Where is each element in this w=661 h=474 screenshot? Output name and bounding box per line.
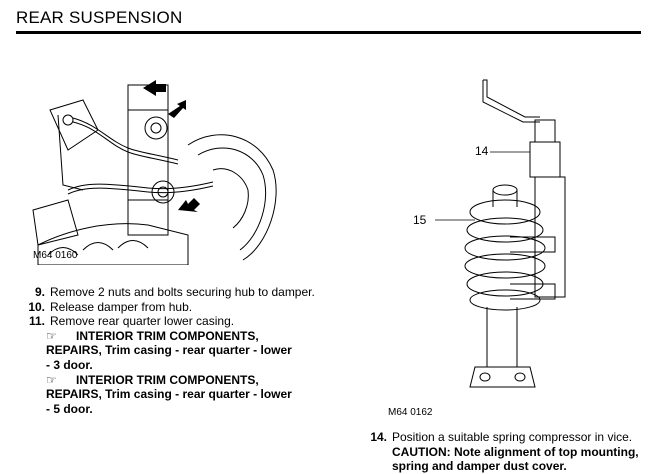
left-figure-caption: M64 0160	[33, 250, 78, 261]
step-text: Release damper from hub.	[50, 299, 193, 314]
caution-text: CAUTION: Note alignment of top mounting,	[392, 444, 639, 459]
right-figure-caption: M64 0162	[388, 407, 433, 418]
page-title: REAR SUSPENSION	[16, 8, 183, 27]
cross-reference-3-door[interactable]: ☞INTERIOR TRIM COMPONENTS, REPAIRS, Trim…	[46, 328, 292, 372]
pointing-hand-icon: ☞	[46, 328, 57, 343]
pointing-hand-icon: ☞	[46, 372, 57, 387]
callout-14: 14	[475, 144, 489, 158]
hub-damper-illustration	[32, 80, 277, 265]
step-10: 10. Release damper from hub.	[18, 300, 318, 315]
header-rule	[16, 31, 641, 34]
step-11: 11. Remove rear quarter lower casing.	[18, 314, 318, 329]
step-14: 14. Position a suitable spring compresso…	[360, 430, 650, 445]
spring-compressor-illustration	[435, 79, 566, 388]
step-number: 9.	[34, 285, 45, 299]
callout-15: 15	[413, 213, 427, 227]
procedure-steps: 9. Remove 2 nuts and bolts securing hub …	[18, 285, 318, 416]
cross-reference-5-door[interactable]: ☞INTERIOR TRIM COMPONENTS, REPAIRS, Trim…	[46, 372, 292, 416]
step-text: Position a suitable spring compressor in…	[392, 430, 633, 444]
step-number: 14.	[370, 430, 387, 444]
step-9: 9. Remove 2 nuts and bolts securing hub …	[18, 285, 318, 300]
step-number: 11.	[28, 314, 45, 329]
procedure-step-14: 14. Position a suitable spring compresso…	[360, 430, 650, 474]
step-text: Remove 2 nuts and bolts securing hub to …	[50, 285, 315, 299]
caution-text-cont: spring and damper dust cover.	[392, 459, 567, 474]
step-text: Remove rear quarter lower casing.	[50, 314, 235, 329]
step-number: 10.	[28, 299, 45, 314]
